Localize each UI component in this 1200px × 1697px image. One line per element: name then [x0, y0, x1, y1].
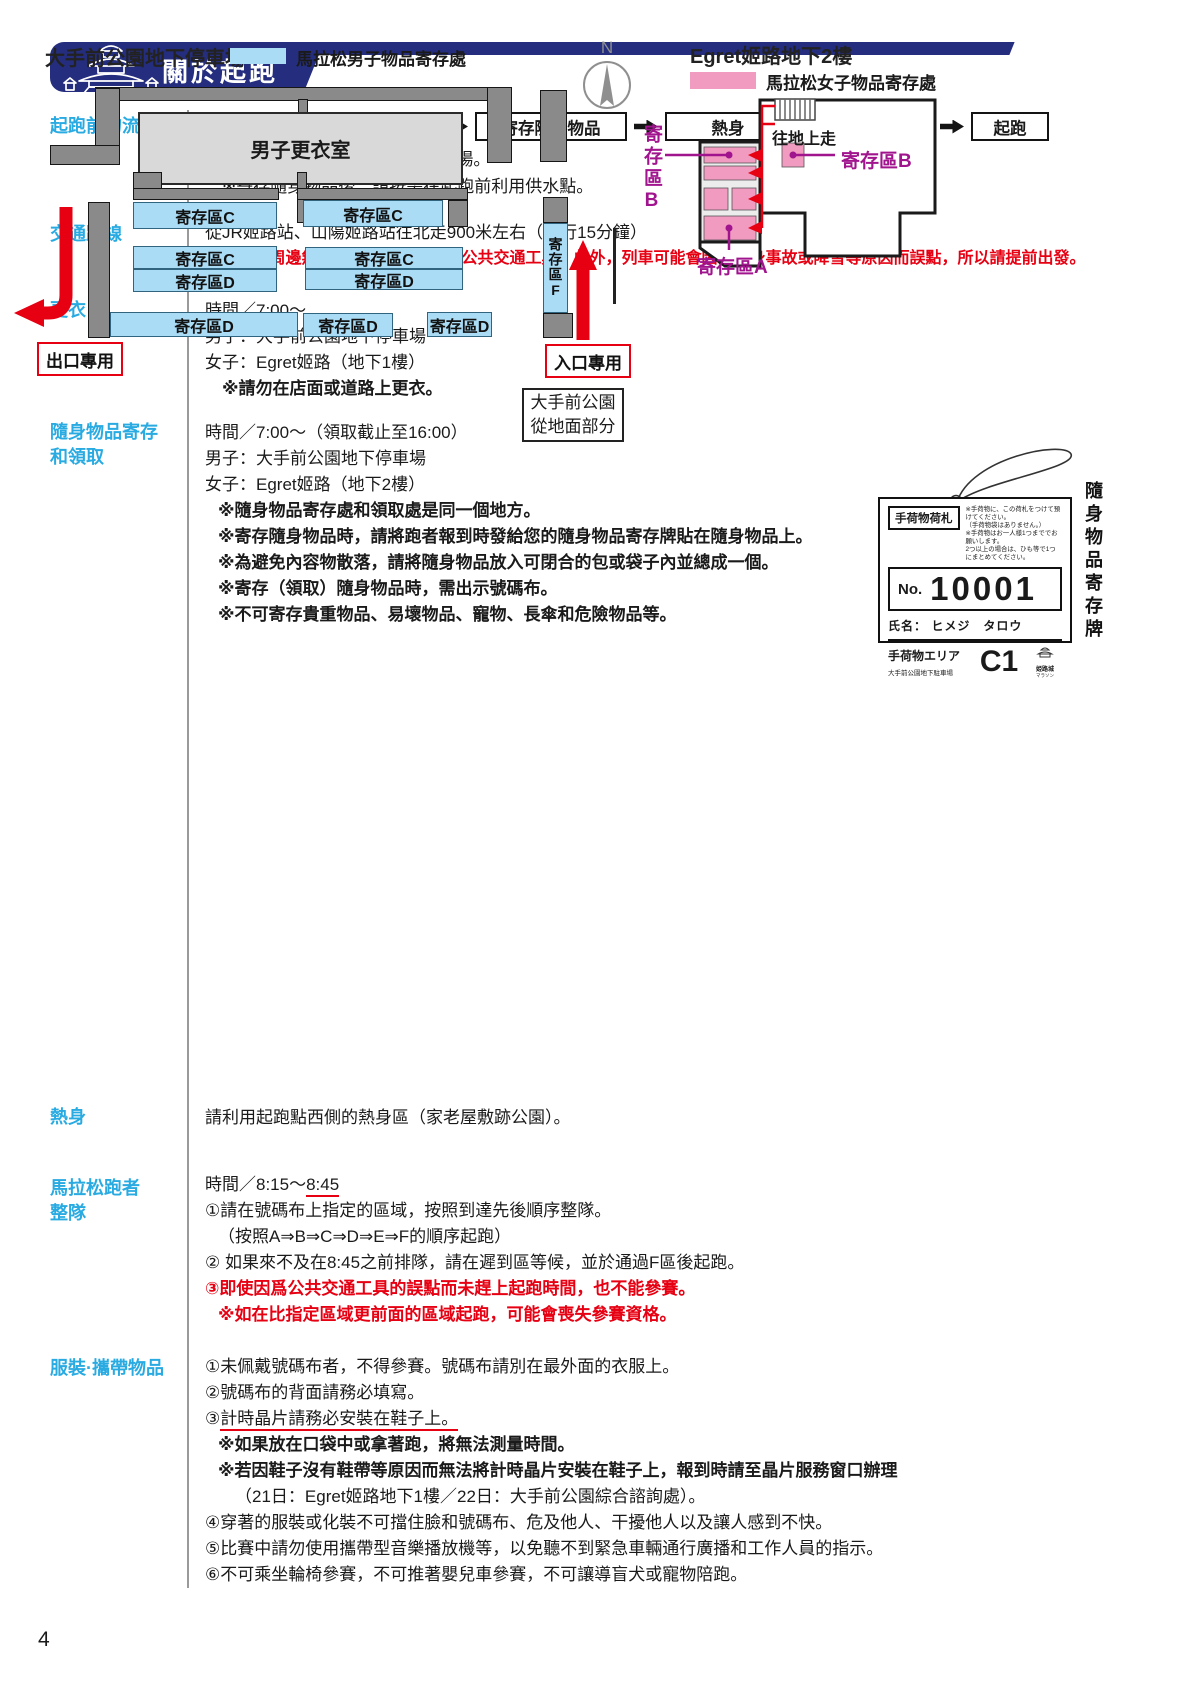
map-women-floorplan — [665, 98, 937, 268]
ground-note-box: 大手前公園 從地面部分 — [522, 388, 624, 442]
deposit-zone-d: 寄存區D — [427, 312, 492, 337]
tag-name: 氏名： ヒメジ タロウ — [888, 611, 1062, 641]
lineup-item: ② 如果來不及在8:45之前排隊，請在遲到區等候，並於通過F區後起跑。 — [205, 1253, 745, 1272]
attire-note: （21日：Egret姬路地下1樓／22日：大手前公園綜合諮詢處）。 — [235, 1487, 706, 1506]
deposit-zone-f: 寄存區F — [543, 223, 568, 313]
attire-note: ※如果放在口袋中或拿著跑，將無法測量時間。 — [218, 1435, 575, 1454]
garage-wall — [543, 197, 568, 223]
baggage-note: ※為避免內容物散落，請將隨身物品放入可閉合的包或袋子內並總成一個。 — [218, 553, 779, 572]
underlined-rule: 計時晶片請務必安裝在鞋子上。 — [220, 1409, 459, 1431]
tag-number-box: No. 10001 — [888, 567, 1062, 611]
lineup-warning: ③即使因爲公共交通工具的誤點而未趕上起跑時間，也不能參賽。 — [205, 1279, 696, 1298]
garage-wall — [297, 188, 468, 200]
tag-fine-print: ※手荷物に、この荷札をつけて預けてください。 （手荷物袋はありません。） ※手荷… — [965, 506, 1061, 561]
section-label-attire: 服裝·攜帶物品 — [50, 1358, 164, 1378]
attire-item: ③計時晶片請務必安裝在鞋子上。 — [205, 1406, 898, 1432]
map-men-legend-swatch — [230, 48, 286, 64]
section-divider-line — [187, 110, 189, 1588]
tag-number: 10001 — [930, 570, 1037, 607]
tag-area-code: C1 — [979, 645, 1019, 678]
garage-wall — [543, 313, 573, 338]
deposit-zone-c: 寄存區C — [133, 246, 277, 269]
stairs-up-label: 往地上走 — [772, 131, 837, 148]
baggage-tag: 手荷物荷札 ※手荷物に、この荷札をつけて預けてください。 （手荷物袋はありません… — [878, 497, 1072, 678]
section-label-baggage: 隨身物品寄存 和領取 — [50, 422, 158, 467]
tag-title: 手荷物荷札 — [888, 506, 960, 530]
deposit-zone-d: 寄存區D — [110, 312, 298, 337]
tag-area-label: 手荷物エリア — [888, 649, 961, 663]
changing-note: ※請勿在店面或道路上更衣。 — [222, 379, 443, 398]
tag-logo-text: 姫路城 — [1035, 667, 1054, 673]
tag-logo-sub: マラソン — [1036, 673, 1054, 678]
underlined-time: 8:45 — [306, 1175, 340, 1197]
attire-item: ①未佩戴號碼布者，不得參賽。號碼布請別在最外面的衣服上。 — [205, 1357, 680, 1376]
attire-item: ⑥不可乘坐輪椅參賽，不可推著嬰兒車參賽，不可讓導盲犬或寵物陪跑。 — [205, 1565, 748, 1584]
deposit-zone-d: 寄存區D — [305, 269, 463, 291]
changing-women: 女子：Egret姬路（地下1樓） — [205, 353, 426, 372]
baggage-men: 男子：大手前公園地下停車場 — [205, 449, 426, 468]
zone-a-label: 寄存區A — [697, 257, 768, 278]
garage-boundary-line — [613, 228, 616, 304]
deposit-zone-c: 寄存區C — [133, 202, 277, 229]
map-women-legend-label: 馬拉松女子物品寄存處 — [766, 74, 936, 93]
baggage-note: ※隨身物品寄存處和領取處是同一個地方。 — [218, 501, 541, 520]
exit-only-label: 出口專用 — [37, 342, 123, 376]
attire-item: ④穿著的服裝或化裝不可擋住臉和號碼布、危及他人、干擾他人以及讓人感到不快。 — [205, 1513, 833, 1532]
garage-wall — [448, 200, 468, 227]
warmup-text: 請利用起跑點西側的熱身區（家老屋敷跡公園）。 — [205, 1108, 571, 1127]
garage-wall — [540, 90, 567, 162]
entrance-arrow-icon — [569, 240, 597, 340]
lineup-item: ①請在號碼布上指定的區域，按照到達先後順序整隊。 — [205, 1201, 612, 1220]
lineup-item: （按照A⇒B⇒C⇒D⇒E⇒F的順序起跑） — [218, 1227, 512, 1246]
section-label-lineup: 馬拉松跑者 整隊 — [50, 1178, 140, 1223]
access-line: 從JR姬路站、山陽姬路站往北走900米左右（步行15分鐘） — [205, 223, 648, 242]
garage-wall — [487, 87, 512, 163]
deposit-zone-d: 寄存區D — [303, 313, 393, 337]
attire-note: ※若因鞋子沒有鞋帶等原因而無法將計時晶片安裝在鞋子上，報到時請至晶片服務窗口辦理 — [218, 1461, 898, 1480]
lineup-warning-note: ※如在比指定區域更前面的區域起跑，可能會喪失參賽資格。 — [218, 1305, 677, 1324]
zone-b-right-label: 寄存區B — [841, 151, 912, 172]
tag-no-label: No. — [898, 580, 923, 598]
baggage-women: 女子：Egret姬路（地下2樓） — [205, 475, 426, 494]
baggage-note: ※寄存隨身物品時，請將跑者報到時發給您的隨身物品寄存牌貼在隨身物品上。 — [218, 527, 813, 546]
zone-b-left-label: 寄存區B — [641, 124, 662, 214]
baggage-note: ※寄存（領取）隨身物品時，需出示號碼布。 — [218, 579, 558, 598]
deposit-zone-c: 寄存區C — [303, 200, 443, 227]
baggage-time: 時間／7:00～（領取截止至16:00） — [205, 423, 468, 442]
garage-wall — [133, 188, 279, 200]
deposit-zone-c: 寄存區C — [305, 247, 463, 269]
map-men-legend-label: 馬拉松男子物品寄存處 — [296, 50, 466, 69]
garage-wall — [50, 145, 120, 165]
page-number: 4 — [38, 1628, 50, 1651]
deposit-zone-d: 寄存區D — [133, 269, 277, 292]
attire-item: ⑤比賽中請勿使用攜帶型音樂播放機等，以免聽不到緊急車輛通行廣播和工作人員的指示。 — [205, 1539, 884, 1558]
section-label-warmup: 熱身 — [50, 1107, 86, 1127]
map-women-legend-swatch — [690, 72, 756, 89]
garage-wall — [88, 202, 110, 338]
entrance-only-label: 入口專用 — [545, 344, 631, 378]
tag-area-sub: 大手前公園地下駐車場 — [888, 670, 953, 677]
flow-step: 起跑 — [971, 112, 1049, 141]
map-men-title: 大手前公園地下停車場 — [45, 48, 245, 70]
exit-arrow-icon — [14, 207, 73, 327]
tag-logo-castle-icon — [1036, 647, 1054, 658]
lineup-time: 時間／8:15～8:45 — [205, 1172, 744, 1198]
compass-icon: N — [580, 38, 634, 117]
tag-side-label: 隨身物品寄存牌 — [1083, 481, 1103, 642]
baggage-note: ※不可寄存貴重物品、易壞物品、寵物、長傘和危險物品等。 — [218, 605, 677, 624]
attire-item: ②號碼布的背面請務必填寫。 — [205, 1383, 425, 1402]
map-women-title: Egret姬路地下2樓 — [690, 46, 853, 68]
